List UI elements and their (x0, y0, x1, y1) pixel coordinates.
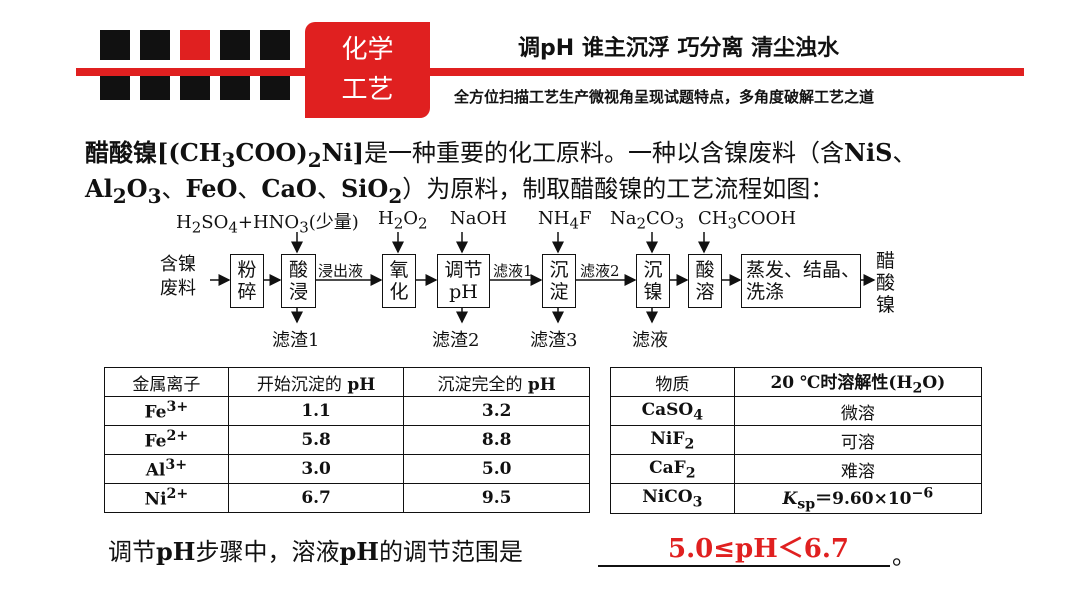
substance-cell: CaF2 (610, 454, 735, 485)
step-precipitate: 沉淀 (542, 254, 576, 308)
tagline: 全方位扫描工艺生产微视角呈现试题特点，多角度破解工艺之道 (454, 88, 875, 106)
step-precipitate-ni: 沉镍 (636, 254, 670, 308)
complete-ph-cell: 9.5 (403, 483, 590, 513)
solubility-cell: Ksp＝9.60×10−6 (733, 483, 983, 514)
step-acid-leach: 酸浸 (281, 254, 316, 308)
table-header-row: 物质 20 ℃时溶解性(H2O) (610, 366, 983, 398)
table-row: CaF2 难溶 (610, 454, 983, 485)
table-header-row: 金属离子 开始沉淀的 pH 沉淀完全的 pH (104, 367, 590, 397)
table-row: Fe2+ 5.8 8.8 (104, 425, 590, 455)
complete-ph-cell: 8.8 (403, 425, 590, 455)
reagent-h2o2: H2O2 (378, 208, 428, 233)
start-ph-cell: 6.7 (227, 483, 405, 513)
substance-cell: CaSO4 (610, 396, 735, 427)
solubility-cell: 微溶 (733, 396, 983, 427)
substance-cell: NiCO3 (610, 483, 735, 514)
step-acid-dissolve: 酸溶 (688, 254, 722, 308)
question-text: 调节pH步骤中，溶液pH的调节范围是 (108, 537, 523, 566)
ion-cell: Fe2+ (104, 425, 229, 455)
intro-line-1: 醋酸镍[(CH3COO)2Ni]是一种重要的化工原料。一种以含镍废料（含NiS、 (85, 138, 917, 172)
headline: 调pH 谁主沉浮 巧分离 清尘浊水 (518, 36, 840, 61)
col-header-ion: 金属离子 (104, 367, 229, 397)
complete-ph-cell: 5.0 (403, 454, 590, 484)
input-label: 含镍废料 (160, 254, 196, 299)
filtrate-out: 滤液 (632, 330, 668, 351)
reagent-na2co3: Na2CO3 (610, 208, 685, 233)
stream-filtrate-2: 滤液2 (580, 262, 620, 280)
start-ph-cell: 1.1 (227, 396, 405, 426)
section-badge: 化学 工艺 (305, 22, 430, 118)
step-oxidize: 氧化 (382, 254, 416, 308)
residue-2: 滤渣2 (432, 330, 480, 351)
stream-leachate: 浸出液 (318, 262, 364, 280)
solubility-table: 物质 20 ℃时溶解性(H2O) CaSO4 微溶 NiF2 可溶 CaF2 难… (610, 366, 983, 514)
badge-line-1: 化学 (341, 35, 394, 65)
solubility-cell: 难溶 (733, 454, 983, 485)
reagent-acid: H2SO4+HNO3(少量) (176, 212, 359, 237)
table-row: NiCO3 Ksp＝9.60×10−6 (610, 483, 983, 514)
answer-blank (598, 565, 890, 567)
reagent-naoh: NaOH (450, 208, 507, 229)
output-label: 醋酸镍 (876, 250, 896, 316)
substance-cell: NiF2 (610, 425, 735, 456)
question-end: 。 (892, 542, 916, 570)
residue-3: 滤渣3 (530, 330, 578, 351)
table-row: Ni2+ 6.7 9.5 (104, 483, 590, 513)
step-evaporate: 蒸发、结晶、洗涤 (741, 254, 861, 308)
reagent-nh4f: NH4F (538, 208, 592, 233)
col-header-start-ph: 开始沉淀的 pH (227, 367, 405, 397)
ph-table: 金属离子 开始沉淀的 pH 沉淀完全的 pH Fe3+ 1.1 3.2 Fe2+… (104, 367, 590, 513)
table-row: Fe3+ 1.1 3.2 (104, 396, 590, 426)
table-row: NiF2 可溶 (610, 425, 983, 456)
ion-cell: Al3+ (104, 454, 229, 484)
flow-arrows (210, 232, 876, 324)
complete-ph-cell: 3.2 (403, 396, 590, 426)
badge-line-2: 工艺 (341, 75, 394, 105)
col-header-substance: 物质 (610, 366, 735, 398)
stream-filtrate-1: 滤液1 (493, 262, 533, 280)
col-header-solubility: 20 ℃时溶解性(H2O) (733, 366, 983, 398)
ion-cell: Fe3+ (104, 396, 229, 426)
table-row: CaSO4 微溶 (610, 396, 983, 427)
header-rule (76, 68, 1024, 76)
start-ph-cell: 5.8 (227, 425, 405, 455)
intro-line-2: Al2O3、FeO、CaO、SiO2）为原料，制取醋酸镍的工艺流程如图： (85, 174, 835, 208)
reagent-ch3cooh: CH3COOH (698, 208, 797, 233)
ion-cell: Ni2+ (104, 483, 229, 513)
answer-text: 5.0≤pH＜6.7 (668, 534, 849, 564)
col-header-complete-ph: 沉淀完全的 pH (403, 367, 590, 397)
step-crush: 粉碎 (230, 254, 264, 308)
table-row: Al3+ 3.0 5.0 (104, 454, 590, 484)
residue-1: 滤渣1 (272, 330, 320, 351)
solubility-cell: 可溶 (733, 425, 983, 456)
start-ph-cell: 3.0 (227, 454, 405, 484)
